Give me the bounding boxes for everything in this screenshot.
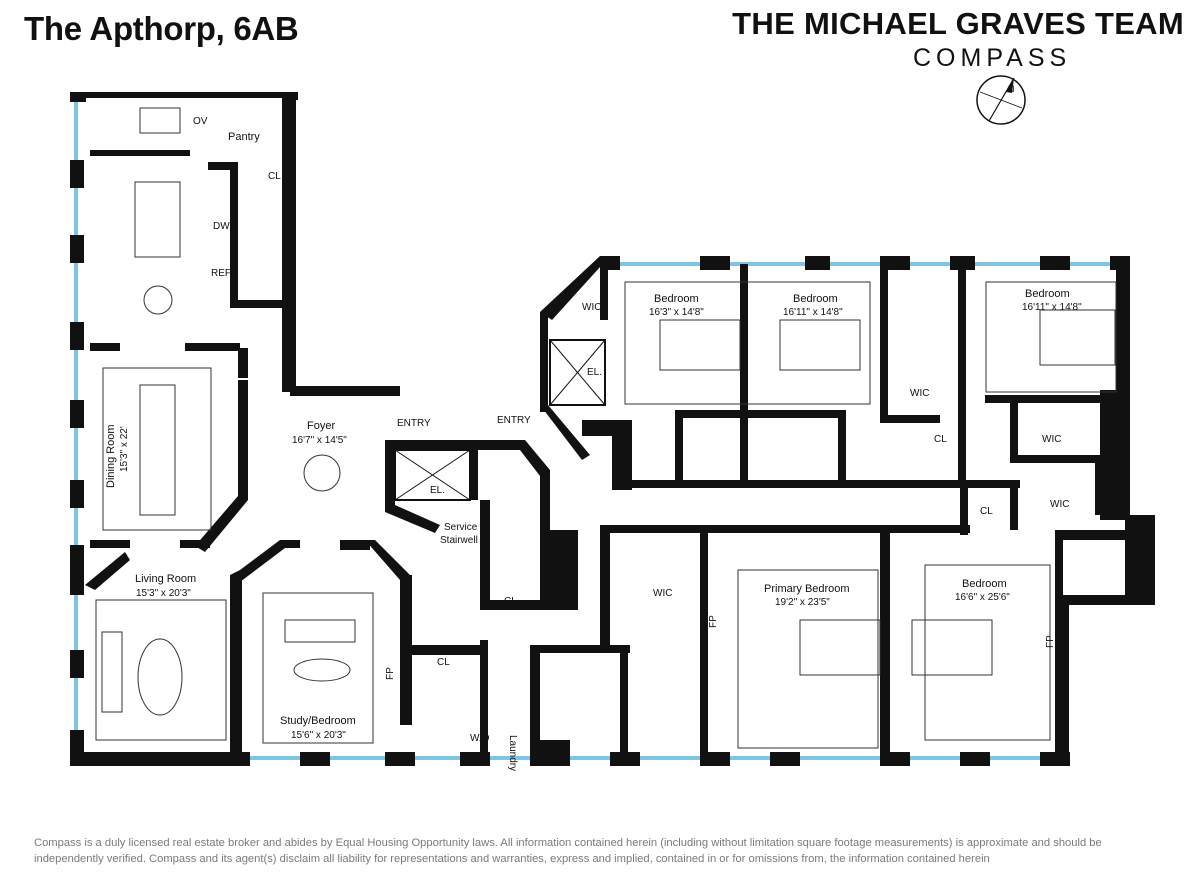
dining-room-label: Dining Room [105, 424, 117, 488]
primary-bedroom-dimensions: 19'2" x 23'5" [775, 597, 830, 608]
bedroom4-fireplace-label: FP [1045, 635, 1056, 648]
service-stairwell-label-2: Stairwell [440, 535, 478, 546]
team-name: THE MICHAEL GRAVES TEAM [732, 6, 1184, 41]
foyer-label: Foyer [307, 420, 335, 432]
living-room-label: Living Room [135, 573, 196, 585]
bedroom1-wic-label: WIC [582, 302, 601, 313]
kitchen-closet-label: CL [268, 171, 281, 182]
bedroom4-label: Bedroom [962, 578, 1007, 590]
bedroom2-dimensions: 16'11" x 14'8" [783, 307, 843, 318]
bedroom2-label: Bedroom [793, 293, 838, 305]
refrigerator-label: REF [211, 268, 231, 279]
study-fireplace-label: FP [385, 667, 396, 680]
pantry-label: Pantry [228, 131, 260, 143]
dining-room-dimensions: 15'3" x 22' [119, 426, 130, 472]
legal-disclaimer: Compass is a duly licensed real estate b… [34, 837, 1102, 865]
north-arrow-icon: N [976, 75, 1026, 125]
listing-title: The Apthorp, 6AB [24, 10, 299, 47]
service-closet-label: CL [556, 559, 569, 570]
study-bedroom-label: Study/Bedroom [280, 715, 356, 727]
right-wic-label: WIC [1050, 499, 1069, 510]
study-bedroom-dimensions: 15'6" x 20'3" [291, 730, 346, 741]
walls [70, 92, 1155, 766]
elevator-main-label: EL. [430, 485, 445, 496]
side-entry-label: ENTRY [497, 415, 531, 426]
hall-closet-label: CL [980, 506, 993, 517]
bedroom3-dimensions: 16'11" x 14'8" [1022, 302, 1082, 313]
elevator-side-label: EL. [587, 367, 602, 378]
bedroom4-dimensions: 16'6" x 25'6" [955, 592, 1010, 603]
furniture [95, 107, 1117, 749]
laundry-label: Laundry [507, 735, 518, 771]
brand-logo: COMPASS [913, 44, 1072, 72]
elevator-main: EL. [394, 449, 471, 501]
north-label: N [1008, 84, 1015, 94]
washer-dryer-label: W/D [470, 733, 489, 744]
bedroom1-label: Bedroom [654, 293, 699, 305]
room-labels: Pantry OV DW REF CL Dining Room 15'3" x … [105, 116, 1082, 771]
living-room-dimensions: 15'3" x 20'3" [136, 588, 191, 599]
primary-wic-label: WIC [653, 588, 672, 599]
stair-closet-label: CL [504, 596, 517, 607]
service-stairwell-label-1: Service [444, 522, 478, 533]
bedroom3-label: Bedroom [1025, 288, 1070, 300]
primary-wic-fireplace-label: FP [708, 615, 719, 628]
main-entry-label: ENTRY [397, 418, 431, 429]
bath-closet-label: CL [437, 657, 450, 668]
oven-label: OV [193, 116, 208, 127]
dishwasher-label: DW [213, 221, 230, 232]
middle-closet-label: CL [934, 434, 947, 445]
middle-wic-label: WIC [910, 388, 929, 399]
bedroom1-dimensions: 16'3" x 14'8" [649, 307, 704, 318]
bedroom3-wic-label: WIC [1042, 434, 1061, 445]
foyer-dimensions: 16'7" x 14'5" [292, 435, 347, 446]
primary-bedroom-label: Primary Bedroom [764, 583, 850, 595]
elevator-side: EL. [549, 339, 606, 406]
